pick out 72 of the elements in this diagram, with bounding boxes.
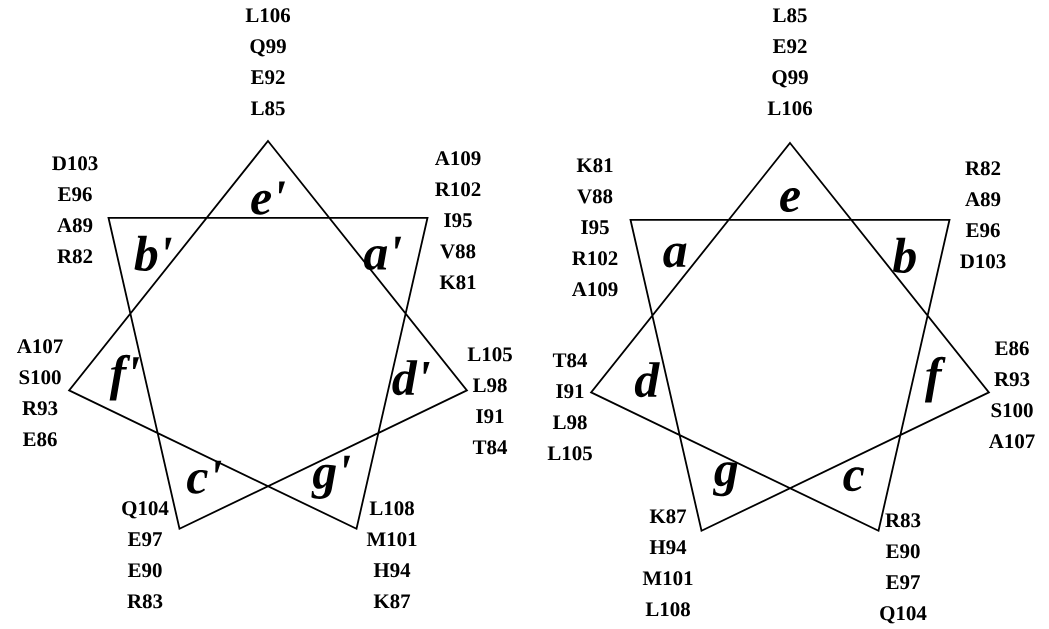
heptad-position-label: c [843, 467, 864, 492]
residue-label: L85 [772, 8, 807, 23]
residue-label: L105 [467, 347, 512, 362]
residue-label: S100 [991, 403, 1033, 418]
heptad-position-label: g' [311, 455, 351, 499]
residue-label: K81 [439, 275, 476, 290]
heptad-position-label: d' [392, 360, 430, 396]
heptad-position-label: f [924, 356, 946, 403]
residue-label: R102 [435, 182, 481, 197]
residue-label: I95 [444, 213, 472, 228]
residue-label: E96 [965, 223, 1000, 238]
residue-label: L98 [472, 378, 507, 393]
residue-label: A109 [571, 282, 618, 297]
residue-label: V88 [577, 189, 613, 204]
residue-label: E86 [994, 341, 1029, 356]
residue-label: R82 [965, 161, 1001, 176]
residue-label: Q104 [122, 501, 169, 519]
heptad-position-label: f' [109, 354, 140, 401]
residue-label: R102 [572, 251, 618, 266]
residue-label: L105 [547, 446, 592, 461]
residue-label: M101 [366, 532, 417, 547]
residue-label: E90 [885, 544, 920, 559]
residue-label: R83 [885, 513, 921, 528]
heptad-position-label: g [712, 462, 738, 497]
residue-label: V88 [440, 244, 476, 259]
residue-label: E86 [22, 432, 57, 447]
residue-label: I91 [556, 384, 584, 399]
residue-label: A109 [434, 151, 481, 166]
heptad-position-label: b' [134, 235, 172, 271]
heptad-position-label: c' [187, 460, 222, 494]
heptad-position-label: b [893, 237, 916, 273]
residue-label: L108 [645, 602, 690, 617]
residue-label: H94 [649, 540, 687, 555]
residue-label: R83 [127, 594, 163, 609]
residue-label: E97 [885, 575, 920, 590]
residue-label: L85 [250, 101, 285, 116]
residue-label: E90 [127, 563, 162, 578]
residue-label: D103 [52, 156, 98, 171]
residue-label: Q99 [772, 70, 808, 88]
heptad-position-label: a' [364, 236, 402, 270]
residue-label: L108 [369, 501, 414, 516]
residue-label: A89 [965, 192, 1001, 207]
residue-label: I91 [476, 409, 504, 424]
residue-label: I95 [581, 220, 609, 235]
residue-label: L106 [245, 8, 291, 23]
residue-label: S100 [19, 370, 61, 385]
residue-label: K87 [373, 594, 411, 609]
residue-label: M101 [642, 571, 693, 586]
residue-label: L106 [767, 101, 813, 116]
residue-label: D103 [960, 254, 1006, 269]
residue-label: Q99 [250, 39, 286, 57]
residue-label: K87 [649, 509, 687, 524]
residue-label: K81 [576, 158, 613, 173]
residue-label: A107 [16, 339, 63, 354]
residue-label: R93 [994, 372, 1030, 387]
residue-label: A89 [57, 218, 93, 233]
residue-label: R93 [22, 401, 58, 416]
residue-label: Q104 [880, 606, 927, 624]
heptad-position-label: e' [251, 181, 285, 215]
residue-label: A107 [988, 434, 1035, 449]
residue-label: L98 [552, 415, 587, 430]
residue-label: E97 [127, 532, 162, 547]
residue-label: E96 [57, 187, 92, 202]
residue-label: T84 [552, 353, 588, 368]
heptad-position-label: d [634, 362, 660, 398]
residue-label: E92 [250, 70, 285, 85]
residue-label: E92 [772, 39, 807, 54]
heptad-position-label: a [663, 243, 687, 268]
residue-label: T84 [472, 440, 508, 455]
residue-label: H94 [373, 563, 411, 578]
residue-label: R82 [57, 249, 93, 264]
heptad-position-label: e [780, 188, 800, 213]
